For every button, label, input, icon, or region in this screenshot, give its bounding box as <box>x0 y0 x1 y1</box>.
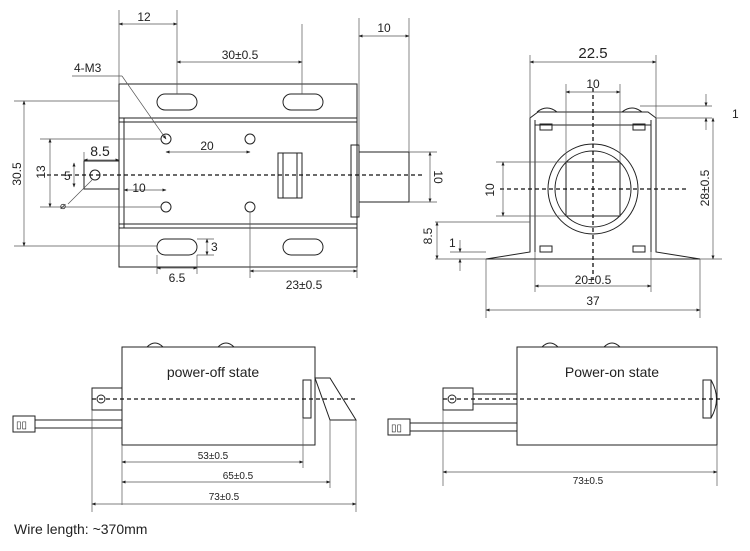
dim-30-label: 30±0.5 <box>222 48 259 62</box>
dim-10-side-top-label: 10 <box>586 77 600 91</box>
mount-slot-bottom-left <box>156 238 198 256</box>
dim-73-on-label: 73±0.5 <box>573 476 604 487</box>
dim-8-5-side-label: 8.5 <box>421 227 435 244</box>
dim-37-label: 37 <box>586 294 600 308</box>
on-state-label: Power-on state <box>565 364 659 380</box>
dim-3-label: 3 <box>211 240 218 254</box>
dim-65-label: 65±0.5 <box>223 471 254 482</box>
dim-23-label: 23±0.5 <box>286 278 323 292</box>
dim-53-label: 53±0.5 <box>198 451 229 462</box>
dim-13-label: 13 <box>34 165 48 179</box>
dim-28-label: 28±0.5 <box>698 169 712 206</box>
m3-hole <box>244 133 256 145</box>
dim-8-5-label: 8.5 <box>90 143 110 159</box>
dim-1-bottom-label: 1 <box>449 236 456 250</box>
dim-22-5-label: 22.5 <box>578 45 607 62</box>
dim-12-label: 12 <box>137 10 151 24</box>
plunger <box>358 151 410 203</box>
dim-73-off-label: 73±0.5 <box>209 492 240 503</box>
off-state-label: power-off state <box>167 364 260 380</box>
dim-20-label: 20 <box>200 139 214 153</box>
dim-10-right-label: 10 <box>431 170 445 184</box>
mount-slot-bottom-right <box>282 238 324 256</box>
dim-1-top-label: 1 <box>732 107 739 121</box>
svg-text:▯▯: ▯▯ <box>391 423 402 434</box>
dim-20-side-label: 20±0.5 <box>575 273 612 287</box>
off-state-view: ▯▯ power-off state 53±0.5 65±0.5 73±0.5 <box>12 342 357 512</box>
diameter-symbol: ⌀ <box>60 201 66 212</box>
on-housing <box>516 346 718 446</box>
mount-slot-top-right <box>282 93 324 111</box>
dim-10-side-left-label: 10 <box>483 183 497 197</box>
off-housing <box>121 346 316 446</box>
front-view: 12 30±0.5 10 4-M3 20 8.5 30.5 13 5 ⌀ <box>10 10 445 292</box>
off-plunger <box>314 377 357 421</box>
bracket-outline <box>485 111 701 260</box>
dim-30-5-label: 30.5 <box>10 162 24 186</box>
dim-10-inner-label: 10 <box>132 181 146 195</box>
svg-text:▯▯: ▯▯ <box>16 420 27 431</box>
wire-length-caption: Wire length: ~370mm <box>14 521 148 537</box>
dim-6-5-label: 6.5 <box>169 271 186 285</box>
m3-hole-label: 4-M3 <box>74 61 102 75</box>
dim-5-label: 5 <box>64 169 71 183</box>
off-connector <box>12 415 36 433</box>
side-view: 22.5 10 1 28±0.5 10 8.5 1 20±0.5 <box>421 45 739 318</box>
on-connector <box>387 418 411 436</box>
dim-10-top-label: 10 <box>377 21 391 35</box>
on-state-view: ▯▯ Power-on state 73±0.5 <box>387 342 722 487</box>
